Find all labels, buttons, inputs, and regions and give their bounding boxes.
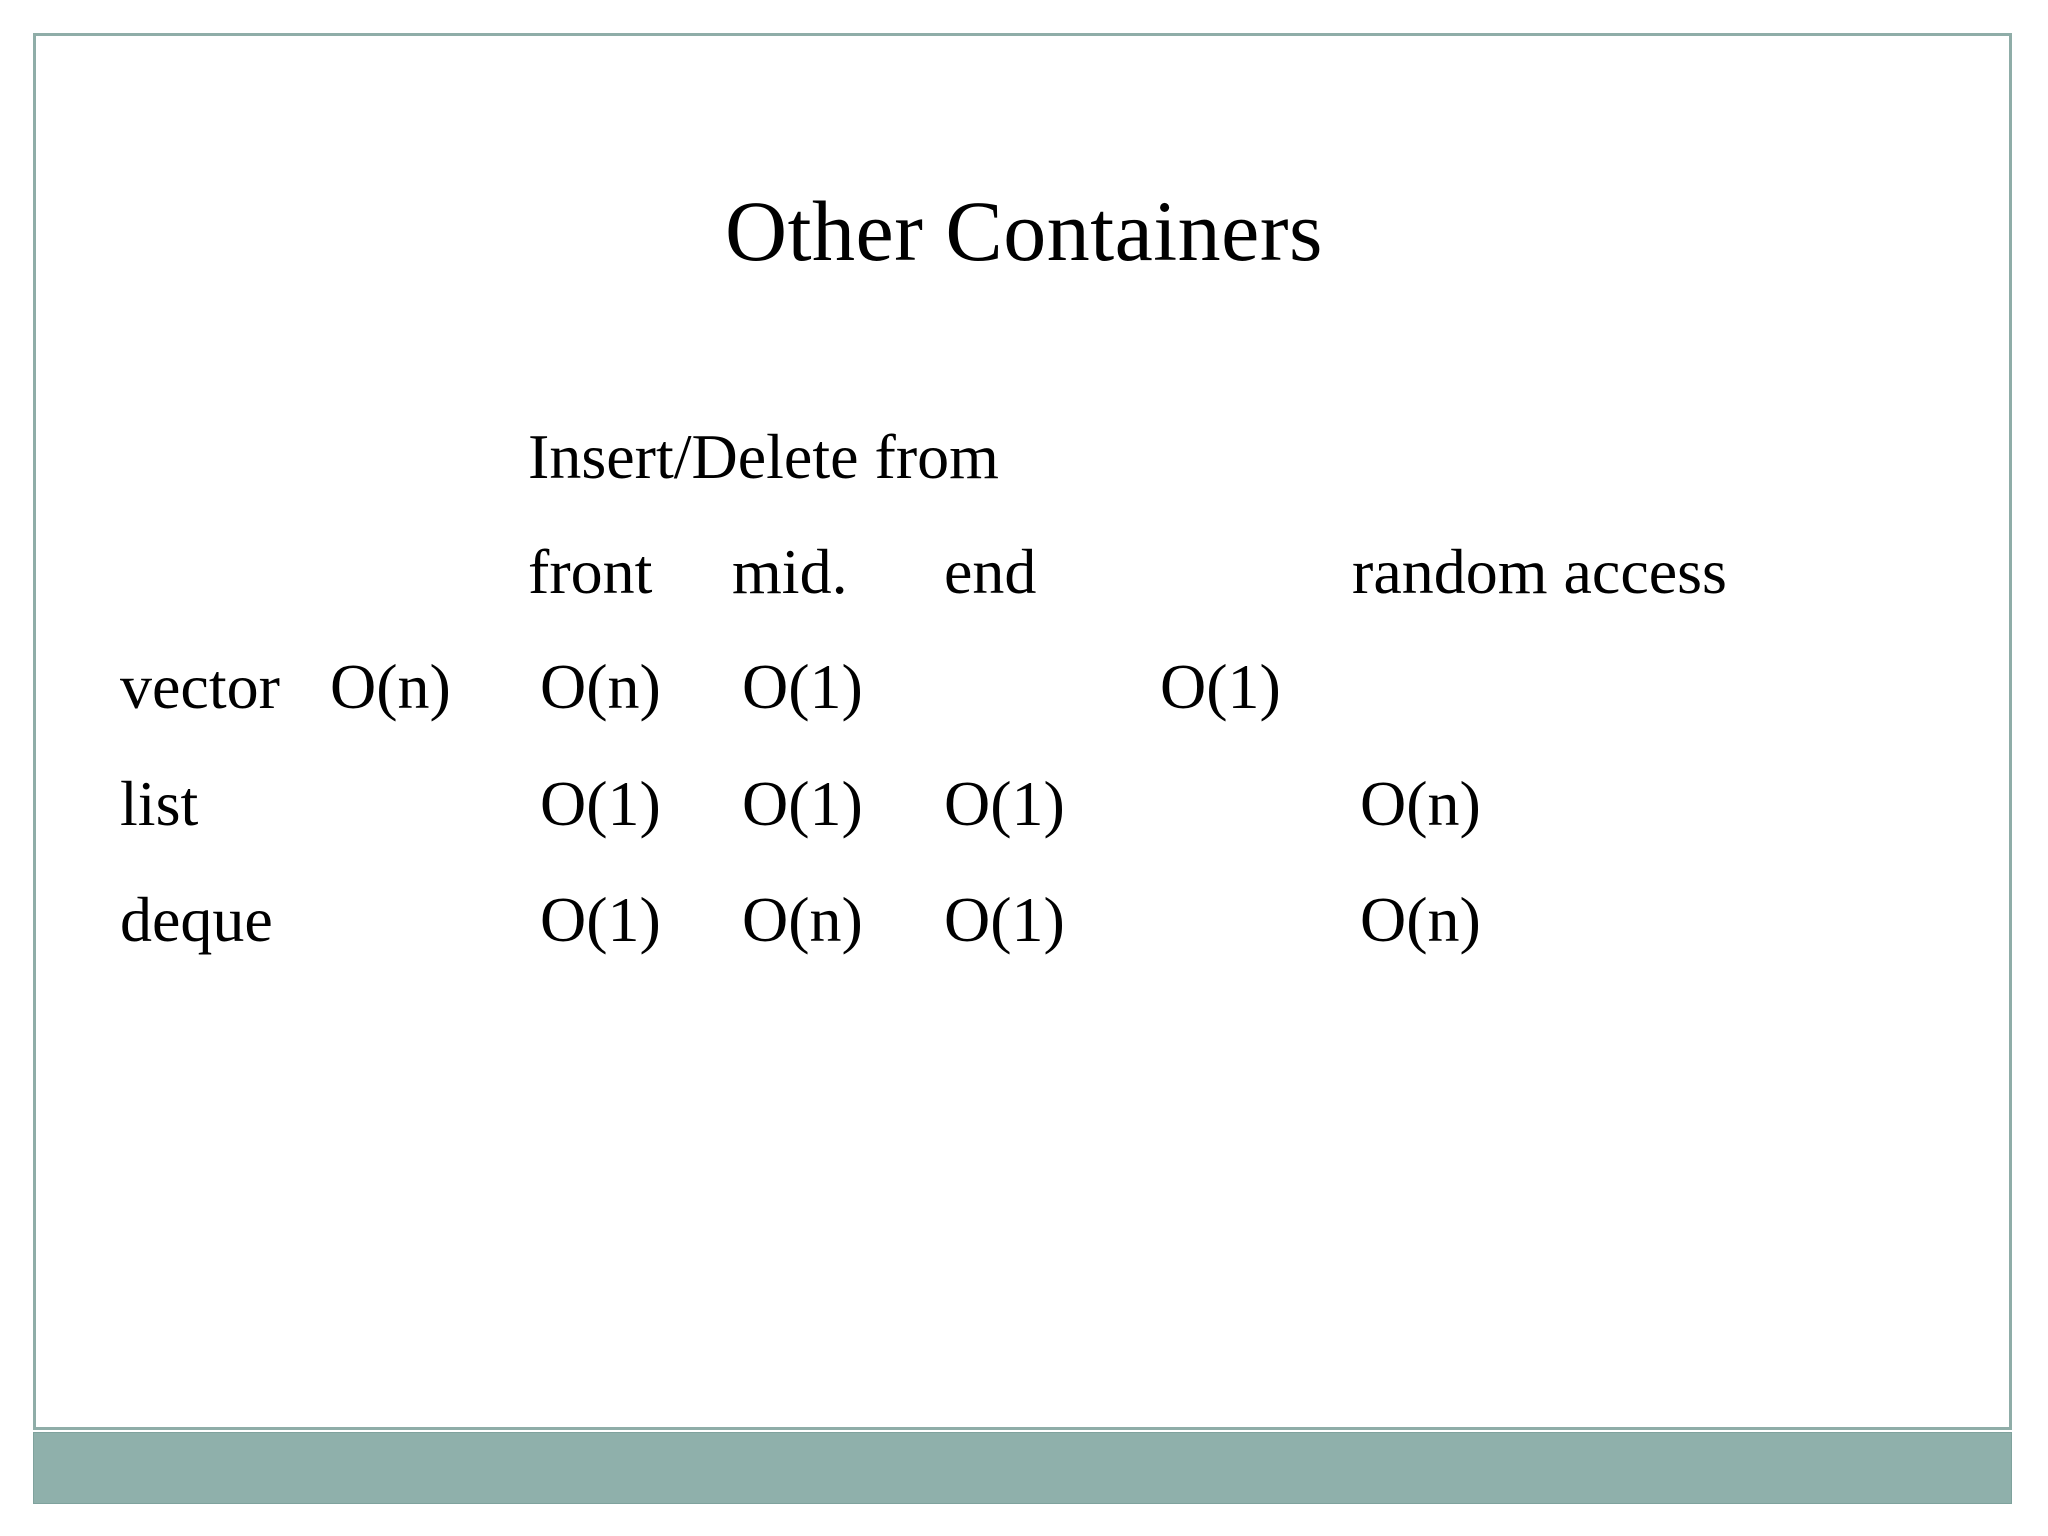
cell-deque-end: O(1) — [944, 884, 1065, 955]
cell-vector-mid: O(1) — [742, 651, 863, 722]
cell-deque-mid: O(n) — [742, 884, 863, 955]
table-group-header: Insert/Delete from — [528, 421, 999, 492]
column-header-mid: mid. — [732, 536, 848, 607]
page-title: Other Containers — [725, 182, 1323, 279]
column-header-end: end — [944, 536, 1037, 607]
row-label-deque: deque — [120, 884, 273, 955]
cell-deque-random-access: O(n) — [1360, 884, 1481, 955]
cell-list-random-access: O(n) — [1360, 768, 1481, 839]
column-header-front: front — [528, 536, 653, 607]
cell-vector-front: O(n) — [540, 651, 661, 722]
column-header-random-access: random access — [1352, 536, 1727, 607]
row-label-vector: vector — [120, 651, 280, 722]
cell-vector-random-access: O(1) — [1160, 651, 1281, 722]
cell-list-front: O(1) — [540, 768, 661, 839]
row-label-list: list — [120, 768, 199, 839]
cell-list-end: O(1) — [944, 768, 1065, 839]
slide-border-frame — [33, 33, 2012, 1430]
row-vector-label-suffix: O(n) — [330, 651, 451, 722]
cell-list-mid: O(1) — [742, 768, 863, 839]
slide-footer-band — [33, 1432, 2012, 1504]
cell-deque-front: O(1) — [540, 884, 661, 955]
